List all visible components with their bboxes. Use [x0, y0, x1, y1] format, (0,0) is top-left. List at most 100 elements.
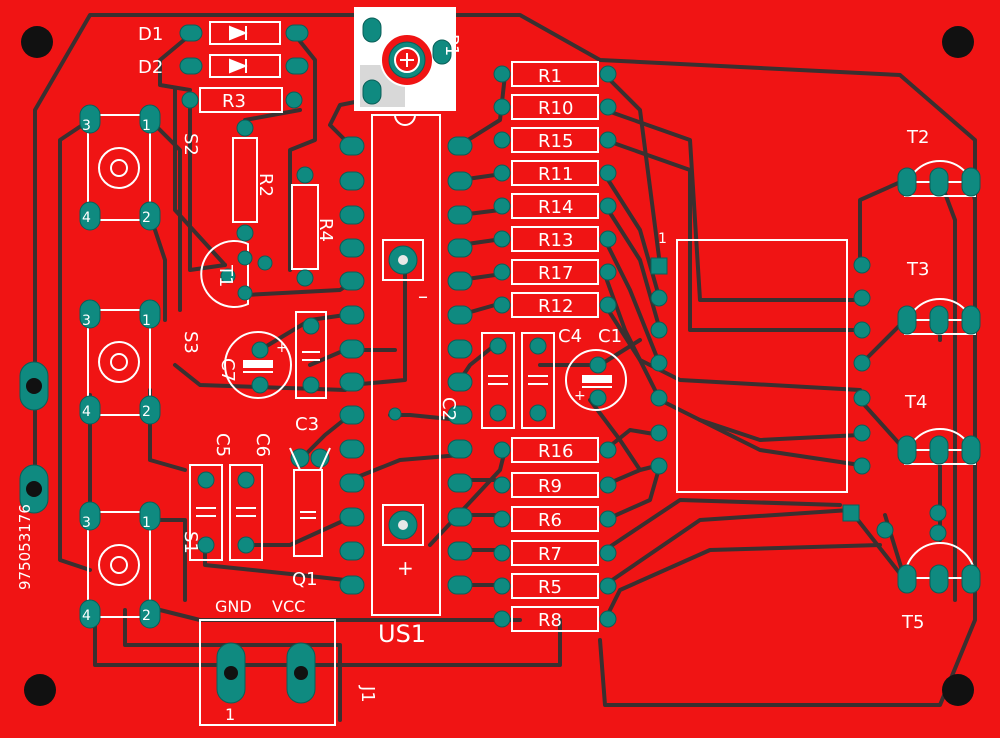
chip-pads-left — [339, 136, 365, 595]
transistor-label: T5 — [901, 612, 924, 633]
diode-d1: D1 — [138, 21, 309, 45]
resistor-r14: R14 — [493, 193, 617, 219]
svg-text:1: 1 — [142, 118, 151, 134]
resistor-r10: R10 — [493, 94, 617, 120]
chip-label-us1: US1 — [378, 620, 426, 648]
diode-label: D1 — [138, 24, 163, 45]
resistor-r5: R5 — [493, 573, 617, 599]
capacitor-label: C5 — [212, 433, 233, 457]
resistor-stack-right: R1 R10 R15 R11 R14 R13 — [493, 61, 617, 318]
pin-one-marker: 1 — [658, 231, 667, 247]
switch-label: S2 — [180, 133, 201, 156]
resistor-label: R3 — [222, 91, 246, 112]
mounting-holes — [19, 26, 974, 706]
capacitor-c5: C5 — [189, 433, 233, 561]
capacitor-label: C7 — [217, 358, 238, 382]
transistor-t1: T1 — [200, 240, 273, 308]
resistor-label: R2 — [255, 173, 276, 197]
resistor-label: R8 — [538, 610, 562, 631]
resistor-r11: R11 — [493, 160, 617, 186]
resistor-label: R11 — [538, 164, 573, 185]
connector-gnd-label: GND — [215, 597, 252, 616]
resistor-label: R16 — [538, 441, 573, 462]
connector-label: J1 — [357, 685, 378, 703]
component-label: Q1 — [292, 569, 318, 590]
svg-text:2: 2 — [142, 210, 151, 226]
resistor-label: R17 — [538, 263, 573, 284]
diode-label: D2 — [138, 57, 163, 78]
transistor-label: T3 — [906, 259, 929, 280]
resistor-r7: R7 — [493, 540, 617, 566]
resistor-stack-lower: R16 R9 R6 R7 R5 R8 — [493, 437, 617, 632]
resistor-r1: R1 — [493, 61, 617, 87]
resistor-label: R5 — [538, 577, 562, 598]
mounting-hole — [942, 26, 974, 58]
transistor-t2: T2 — [897, 127, 981, 197]
transistor-label: T2 — [906, 127, 929, 148]
switch-s2: 3 1 4 2 S2 — [79, 104, 201, 231]
resistor-r17: R17 — [493, 259, 617, 285]
chip-pads-right — [447, 136, 473, 595]
capacitor-label: C6 — [252, 433, 273, 457]
svg-text:+: + — [574, 388, 586, 404]
resistor-label: R9 — [538, 476, 562, 497]
transistor-t5: T5 — [897, 504, 981, 633]
chip-minus-label: – — [418, 284, 428, 308]
transistor-t3: T3 — [897, 259, 981, 335]
svg-text:3: 3 — [82, 118, 91, 134]
component-q1: Q1 — [289, 447, 331, 590]
svg-text:1: 1 — [142, 515, 151, 531]
capacitor-c6: C6 — [229, 433, 273, 561]
svg-text:1: 1 — [142, 313, 151, 329]
capacitor-c2-area: C2 — [388, 397, 459, 421]
side-code-text: 975053176 — [16, 504, 34, 590]
mounting-hole — [942, 674, 974, 706]
resistor-r15: R15 — [493, 127, 617, 153]
svg-text:3: 3 — [82, 515, 91, 531]
resistor-r4: R4 — [291, 166, 336, 287]
transistor-label: T4 — [904, 392, 927, 413]
mounting-hole — [21, 26, 53, 58]
resistor-label: R4 — [315, 218, 336, 242]
svg-text:2: 2 — [142, 404, 151, 420]
capacitor-c3: C3 — [295, 311, 327, 435]
svg-text:+: + — [276, 340, 288, 356]
chip-plus-label: + — [397, 556, 414, 580]
resistor-label: R6 — [538, 510, 562, 531]
chip-us1: – + US1 — [339, 114, 473, 648]
capacitor-label: C3 — [295, 414, 319, 435]
svg-text:3: 3 — [82, 313, 91, 329]
connector-j1: GND VCC 1 J1 — [199, 597, 378, 726]
resistor-label: R7 — [538, 544, 562, 565]
resistor-r13: R13 — [493, 226, 617, 252]
svg-text:4: 4 — [82, 210, 91, 226]
resistor-label: R14 — [538, 197, 573, 218]
chip-right: 1 — [650, 231, 894, 539]
svg-text:2: 2 — [142, 608, 151, 624]
switch-label: S3 — [180, 331, 201, 354]
pot-label: P1 — [441, 34, 462, 56]
resistor-label: R12 — [538, 296, 573, 317]
capacitor-label: C4 — [558, 326, 582, 347]
capacitor-label: C1 — [598, 326, 622, 347]
resistor-r9: R9 — [493, 472, 617, 498]
resistor-label: R13 — [538, 230, 573, 251]
resistor-r3: R3 — [181, 87, 303, 113]
transistor-label: T1 — [215, 264, 236, 287]
svg-text:4: 4 — [82, 608, 91, 624]
connector-vcc-label: VCC — [272, 597, 305, 616]
resistor-r12: R12 — [493, 292, 617, 318]
resistor-r6: R6 — [493, 506, 617, 532]
capacitor-c7: + C7 — [217, 331, 292, 399]
capacitor-label: C2 — [438, 397, 459, 421]
potentiometer-p1: P1 — [354, 7, 462, 111]
resistor-label: R15 — [538, 131, 573, 152]
switch-s3: 3 1 4 2 S3 — [79, 299, 201, 425]
capacitor-c4-pair: C4 — [481, 326, 582, 429]
mounting-hole — [24, 674, 56, 706]
diode-d2: D2 — [138, 54, 309, 78]
svg-text:4: 4 — [82, 404, 91, 420]
transistor-t4: T4 — [897, 392, 981, 465]
resistor-r8: R8 — [493, 606, 617, 632]
